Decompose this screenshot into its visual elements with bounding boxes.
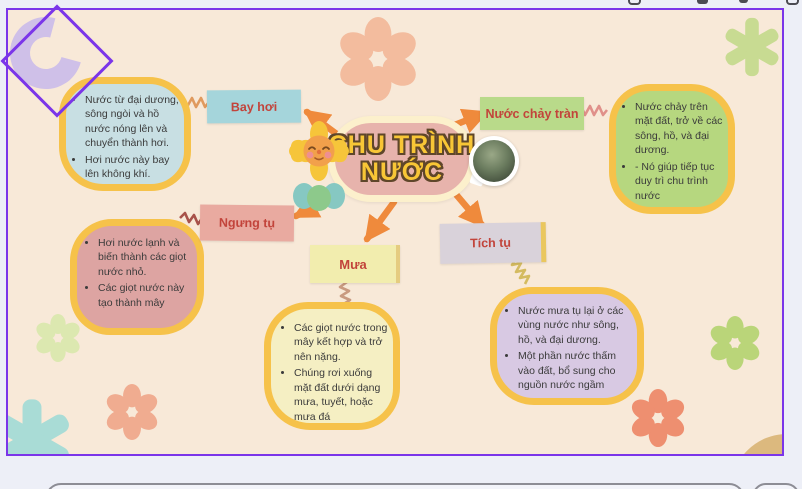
toolbar-icon-partial[interactable] <box>697 0 708 4</box>
asterisk-icon[interactable] <box>6 394 78 456</box>
branch-label-tich-tu[interactable]: Tích tụ <box>439 222 547 264</box>
branch-label-mua[interactable]: Mưa <box>310 245 400 283</box>
bottom-bar-side-button[interactable] <box>752 483 800 489</box>
text-box-mua[interactable]: Các giọt nước trong mây kết hợp và trở n… <box>264 302 400 430</box>
central-topic-title-line2: NƯỚC <box>359 157 444 188</box>
bullet: - Nó giúp tiếp tục duy trì chu trình nướ… <box>635 160 726 203</box>
bullet-list: Nước mưa tụ lại ở các vùng nước như sông… <box>505 304 635 393</box>
toolbar-icon-partial[interactable] <box>786 0 799 5</box>
bullet-list: Nước chảy trên mặt đất, trở về các sông,… <box>622 100 726 203</box>
branch-label-text: Ngưng tụ <box>218 215 276 231</box>
bottom-bar[interactable] <box>45 483 745 489</box>
branch-label-nuoc-chay-tran[interactable]: Nước chảy tràn <box>480 97 584 130</box>
bullet: Nước từ đại dương, sông ngòi và hồ nước … <box>85 93 180 151</box>
text-box-ngung-tu[interactable]: Hơi nước lạnh và biến thành các giọt nướ… <box>70 219 204 335</box>
design-page-canvas[interactable]: Nước từ đại dương, sông ngòi và hồ nước … <box>6 8 784 456</box>
bullet-list: Các giọt nước trong mây kết hợp và trở n… <box>281 321 391 424</box>
presenter-avatar-bubble[interactable] <box>469 136 519 187</box>
arrow-to-tich-tu[interactable] <box>450 188 486 229</box>
central-topic[interactable]: CHU TRÌNH NƯỚC <box>327 116 476 202</box>
bullet: Hơi nước lạnh và biến thành các giọt nướ… <box>98 236 195 279</box>
branch-label-ngung-tu[interactable]: Ngưng tụ <box>199 204 295 242</box>
branch-label-text: Tích tụ <box>469 235 512 251</box>
flower-icon[interactable] <box>104 384 160 440</box>
bullet: Nước chảy trên mặt đất, trở về các sông,… <box>635 100 726 158</box>
central-topic-title-line1: CHU TRÌNH <box>327 130 476 161</box>
bullet: Các giọt nước này tạo thành mây <box>98 281 195 310</box>
text-box-bay-hoi[interactable]: Nước từ đại dương, sông ngòi và hồ nước … <box>59 77 191 191</box>
branch-label-text: Mưa <box>339 256 367 272</box>
text-box-nuoc-chay-tran[interactable]: Nước chảy trên mặt đất, trở về các sông,… <box>609 84 735 214</box>
ring-icon[interactable] <box>731 434 782 454</box>
bullet: Chúng rơi xuống mặt đất dưới dạng mưa, t… <box>294 366 391 424</box>
flower-icon[interactable] <box>708 316 762 370</box>
presenter-photo <box>473 140 515 182</box>
flower-character-icon[interactable] <box>284 118 354 212</box>
branch-label-text: Nước chảy tràn <box>485 106 579 121</box>
flower-icon[interactable] <box>336 17 420 101</box>
toolbar-icon-partial[interactable] <box>628 0 641 5</box>
bullet: Một phần nước thấm vào đất, bổ sung cho … <box>518 349 635 392</box>
bullet: Nước mưa tụ lại ở các vùng nước như sông… <box>518 304 635 347</box>
toolbar-icon-partial[interactable] <box>739 0 748 3</box>
text-box-tich-tu[interactable]: Nước mưa tụ lại ở các vùng nước như sông… <box>490 287 644 405</box>
bullet: Các giọt nước trong mây kết hợp và trở n… <box>294 321 391 364</box>
branch-label-text: Bay hơi <box>230 99 278 114</box>
bullet: Hơi nước này bay lên không khí. <box>85 153 180 182</box>
bullet-list: Hơi nước lạnh và biến thành các giọt nướ… <box>85 236 195 310</box>
bullet-list: Nước từ đại dương, sông ngòi và hồ nước … <box>72 93 180 182</box>
flower-icon[interactable] <box>34 314 82 362</box>
asterisk-icon[interactable] <box>719 14 784 80</box>
flower-icon[interactable] <box>629 389 687 447</box>
arrow-to-mua[interactable] <box>363 198 398 243</box>
